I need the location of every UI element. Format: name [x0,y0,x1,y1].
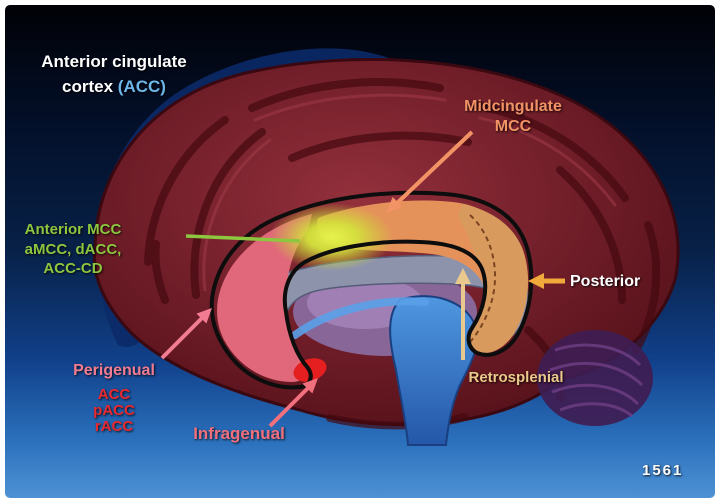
perigenual-acc: ACC [97,386,131,403]
label-posterior: Posterior [570,273,641,290]
title-line1: Anterior cingulate [41,52,187,71]
perigenual-pacc: pACC [93,402,135,420]
label-perigenual-acc: Perigenual ACC pACC rACC [54,361,174,436]
figure-number: 1561 [642,462,684,479]
label-anterior-mcc: Anterior MCC aMCC, dACC, ACC-CD [4,220,142,279]
label-retrosplenial: Retrosplenial [468,369,564,386]
cingulate-outline [209,190,534,390]
posterior-arrow [528,273,565,289]
midcingulate-arrow [386,130,474,213]
anterior-mcc-line3: ACC-CD [43,260,103,277]
perigenual-line1: Perigenual [73,362,155,379]
brainstem [389,295,479,446]
perigenual-racc: rACC [94,418,134,436]
region-posterior-cingulate [458,204,529,354]
title-word-cortex: cortex [62,76,114,96]
posterior-dashed-boundary [467,214,496,345]
title-line2: cortex (ACC) [18,75,210,100]
fornix [291,297,429,339]
title-abbr-acc: (ACC) [117,76,166,96]
midcingulate-line1: Midcingulate [464,98,562,115]
region-amcc-highlight [270,203,394,271]
perigenual-arrow [160,308,212,360]
title-anterior-cingulate-cortex: Anterior cingulate cortex (ACC) [18,50,210,99]
label-midcingulate: Midcingulate MCC [443,97,583,137]
retrosplenial-arrow [455,268,471,360]
anterior-mcc-pointer-line [185,234,301,243]
midcingulate-line2: MCC [494,118,532,135]
anterior-mcc-line1: Anterior MCC [24,221,122,238]
anterior-mcc-line2: aMCC, dACC, [24,240,122,258]
gyri-highlights [202,93,617,292]
label-infragenual: Infragenual [193,424,285,443]
infragenual-arrow [268,378,318,428]
cerebellum [537,330,653,426]
